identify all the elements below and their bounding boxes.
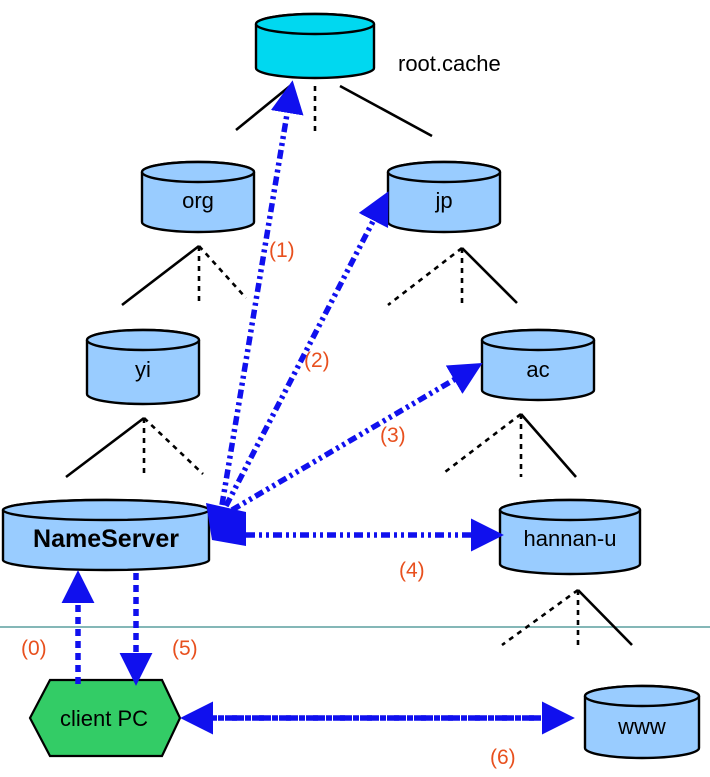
client-pc-label: client PC: [60, 706, 148, 731]
nameserver-label: NameServer: [33, 525, 179, 553]
hannan-u-server-cylinder: [498, 498, 642, 576]
arrow-step-1: [219, 80, 304, 506]
jp-server-cylinder: [386, 160, 502, 234]
step-label-4: (4): [399, 559, 425, 582]
step-label-2: (2): [304, 349, 330, 372]
yi-server-cylinder: [85, 328, 201, 406]
step-label-6: (6): [490, 746, 516, 769]
ac-server-cylinder: [480, 328, 596, 402]
yi-label: yi: [135, 357, 151, 382]
nameserver-query-origin: [206, 503, 246, 546]
org-label: org: [182, 188, 214, 213]
arrow-step-2: [223, 191, 389, 508]
hannan-u-label: hannan-u: [524, 526, 617, 551]
www-label: www: [617, 714, 666, 739]
root-server-cylinder: [254, 12, 376, 80]
ac-label: ac: [526, 357, 549, 382]
jp-label: jp: [434, 188, 452, 213]
step-label-1: (1): [269, 239, 295, 262]
nameserver-cylinder: [1, 498, 211, 572]
step-label-5: (5): [172, 637, 198, 660]
step-label-3: (3): [380, 424, 406, 447]
www-server-cylinder: [583, 684, 701, 760]
arrow-step-3: [230, 362, 483, 513]
org-server-cylinder: [140, 160, 256, 234]
query-arrows: [61, 80, 575, 735]
client-pc-shape: [28, 678, 182, 758]
step-label-0: (0): [21, 637, 47, 660]
root-cache-label: root.cache: [398, 51, 501, 76]
